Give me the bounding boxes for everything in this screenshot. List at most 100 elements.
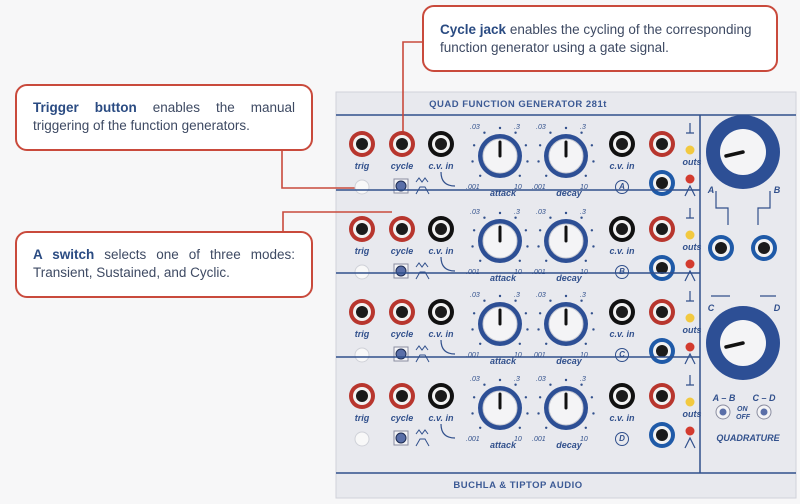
callout-title: A switch — [33, 247, 95, 262]
scale-label-high: .3 — [580, 209, 586, 216]
scale-label-low: .03 — [470, 209, 480, 216]
scale-tick — [471, 160, 474, 163]
status-led — [685, 313, 695, 323]
scale-label-min: .001 — [532, 269, 546, 276]
cv-in-jack-hole — [435, 138, 447, 150]
scale-tick — [580, 383, 583, 386]
scale-tick — [471, 412, 474, 415]
trigger-button-callout: Trigger button enables the manual trigge… — [15, 84, 313, 151]
scale-tick — [549, 131, 552, 134]
attack-label: attack — [489, 273, 516, 283]
mode-switch-toggle[interactable] — [395, 180, 407, 192]
cycle-jack-hole — [396, 138, 408, 150]
cycle-jack-hole — [396, 306, 408, 318]
trigger-button[interactable] — [354, 347, 370, 363]
scale-tick — [538, 144, 542, 147]
scale-tick — [590, 229, 594, 232]
scale-label-max: 10 — [580, 269, 588, 276]
scale-tick — [545, 426, 548, 429]
outs-label: outs — [682, 157, 702, 167]
scale-tick — [479, 259, 482, 262]
mode-switch-callout: A switch selects one of three modes: Tra… — [15, 231, 313, 298]
cv-connector — [440, 339, 456, 355]
cycle-label: cycle — [390, 413, 414, 423]
scale-tick — [564, 126, 568, 130]
attack-label: attack — [489, 356, 516, 366]
scale-tick — [479, 342, 482, 345]
scale-tick — [479, 174, 482, 177]
scale-tick — [592, 245, 595, 248]
switch-on-label: ON — [737, 406, 748, 413]
decay-label: decay — [556, 273, 582, 283]
cv-in-label: c.v. in — [428, 329, 454, 339]
scale-tick — [524, 312, 528, 315]
scale-tick — [590, 312, 594, 315]
gate-icon — [686, 123, 694, 134]
scale-tick — [518, 426, 521, 429]
cycle-jack-hole — [396, 223, 408, 235]
cv-connector — [440, 171, 456, 187]
output-jack-pulse-hole — [656, 223, 668, 235]
trig-label: trig — [354, 161, 370, 171]
cv-in-jack-hole — [435, 306, 447, 318]
scale-label-max: 10 — [580, 184, 588, 191]
cycle-leader-line — [402, 41, 422, 138]
scale-tick — [479, 426, 482, 429]
scale-tick — [584, 426, 587, 429]
cycle-label: cycle — [390, 329, 414, 339]
cv-in-label: c.v. in — [428, 246, 454, 256]
scale-tick — [498, 294, 502, 298]
output-jack-envelope-hole — [656, 345, 668, 357]
trig-jack-hole — [356, 390, 368, 402]
scale-tick — [590, 396, 594, 399]
outs-label: outs — [682, 242, 702, 252]
scale-tick — [526, 328, 529, 331]
trigger-button[interactable] — [354, 179, 370, 195]
outs-label: outs — [682, 325, 702, 335]
scale-tick — [526, 245, 529, 248]
scale-label-min: .001 — [532, 352, 546, 359]
status-led — [685, 145, 695, 155]
scale-label-low: .03 — [536, 209, 546, 216]
status-led — [685, 426, 695, 436]
scale-label-high: .3 — [514, 292, 520, 299]
scale-tick — [564, 294, 568, 298]
quadrature-label-b: B — [773, 185, 781, 195]
scale-tick — [471, 245, 474, 248]
scale-tick — [537, 412, 540, 415]
output-jack-envelope-hole — [656, 177, 668, 189]
trigger-button[interactable] — [354, 431, 370, 447]
scale-tick — [537, 160, 540, 163]
scale-label-max: 10 — [514, 352, 522, 359]
scale-tick — [472, 144, 476, 147]
scale-tick — [472, 312, 476, 315]
scale-tick — [580, 216, 583, 219]
trig-jack-hole — [356, 138, 368, 150]
decay-label: decay — [556, 356, 582, 366]
callout-text: enables the cycling of the corresponding… — [440, 22, 752, 55]
attack-label: attack — [489, 188, 516, 198]
callout-text: selects one of three modes: Transient, S… — [33, 247, 296, 280]
scale-label-min: .001 — [466, 184, 480, 191]
cv-in-label: c.v. in — [609, 246, 635, 256]
scale-tick — [580, 131, 583, 134]
scale-tick — [498, 126, 502, 130]
envelope-icon — [684, 352, 696, 365]
scale-tick — [584, 174, 587, 177]
quadrature-switch-cd-toggle — [760, 408, 768, 416]
scale-tick — [564, 378, 568, 382]
mode-switch-toggle[interactable] — [395, 432, 407, 444]
mode-switch-toggle[interactable] — [395, 265, 407, 277]
scale-tick — [537, 328, 540, 331]
sustained-mode-icon — [415, 354, 430, 363]
cycle-label: cycle — [390, 161, 414, 171]
quadrature-routing — [715, 191, 771, 225]
trig-label: trig — [354, 329, 370, 339]
scale-tick — [592, 412, 595, 415]
trigger-button[interactable] — [354, 264, 370, 280]
channel-letter: A — [615, 180, 629, 194]
scale-tick — [584, 259, 587, 262]
quadrature-jack-hole — [758, 242, 770, 254]
scale-tick — [526, 160, 529, 163]
scale-label-high: .3 — [580, 124, 586, 131]
